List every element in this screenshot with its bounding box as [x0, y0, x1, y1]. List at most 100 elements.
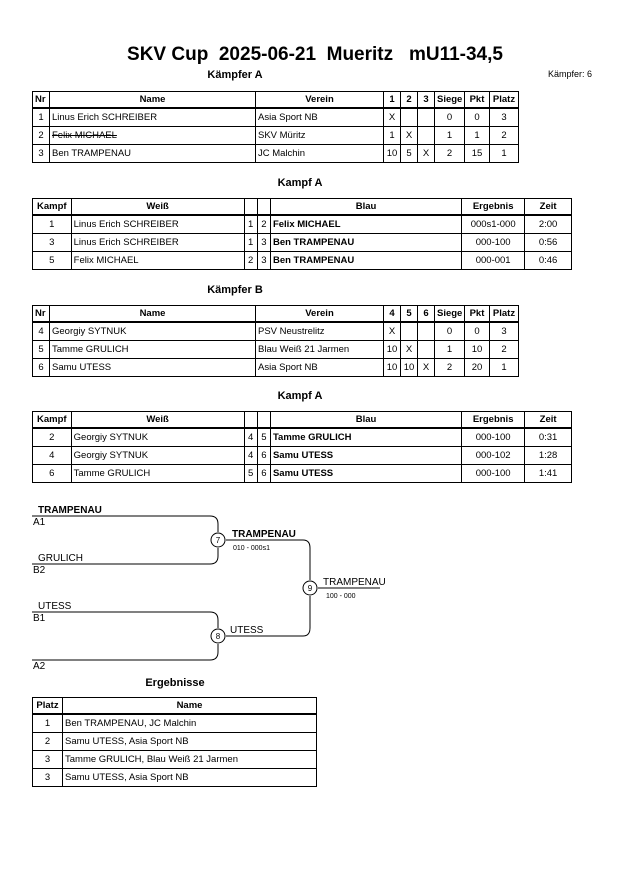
result-cell: 000-001	[461, 251, 526, 270]
fight-number-7: 7	[216, 536, 221, 545]
col-blue-nr	[256, 411, 271, 429]
place-cell: 3	[32, 750, 63, 769]
blue-cell: Ben TRAMPENAU	[269, 251, 463, 270]
col-name: Name	[62, 697, 317, 715]
bracket-line-bot	[32, 611, 219, 661]
fights-b-caption: Kampf A	[277, 390, 323, 402]
bracket-line-semi2	[226, 596, 311, 637]
semi1-winner: TRAMPENAU	[232, 529, 296, 540]
club-cell: JC Malchin	[255, 144, 384, 163]
pool-a-table: Nr Name Verein 1 2 3 Siege Pkt Platz 1 L…	[32, 91, 519, 163]
table-row: 4 Georgiy SYTNUK 4 6 Samu UTESS 000-102 …	[32, 446, 572, 465]
col-result: Ergebnis	[461, 198, 526, 216]
bracket-bot1-seed: B1	[33, 613, 46, 624]
results-header-row: Platz Name	[32, 697, 317, 715]
white-cell: Tamme GRULICH	[70, 464, 245, 483]
place-cell: 1	[489, 144, 519, 163]
name-cell: Tamme GRULICH, Blau Weiß 21 Jarmen	[62, 750, 317, 769]
col-white: Weiß	[70, 411, 245, 429]
result-cell: 000-100	[461, 464, 526, 483]
table-row: 6 Samu UTESS Asia Sport NB 10 10 X 2 20 …	[32, 358, 519, 377]
col-place: Platz	[489, 91, 519, 109]
col-fight: Kampf	[32, 198, 72, 216]
place-cell: 2	[32, 732, 63, 751]
col-place: Platz	[32, 697, 63, 715]
col-name: Name	[49, 91, 256, 109]
bracket-bot1-name: UTESS	[38, 601, 72, 612]
bracket-line-semi1	[226, 539, 311, 580]
table-row: 3 Linus Erich SCHREIBER 1 3 Ben TRAMPENA…	[32, 233, 572, 252]
col-time: Zeit	[524, 198, 572, 216]
place-cell: 3	[32, 768, 63, 787]
table-row: 5 Felix MICHAEL 2 3 Ben TRAMPENAU 000-00…	[32, 251, 572, 270]
pool-a-caption: Kämpfer A	[207, 69, 263, 81]
time-cell: 1:41	[524, 464, 572, 483]
col-result: Ergebnis	[461, 411, 526, 429]
blue-cell: Samu UTESS	[269, 464, 463, 483]
table-row: 3 Tamme GRULICH, Blau Weiß 21 Jarmen	[32, 750, 317, 769]
blue-nr-cell: 6	[256, 464, 271, 483]
fights-a-caption: Kampf A	[277, 177, 323, 189]
col-time: Zeit	[524, 411, 572, 429]
fight-number-8: 8	[216, 632, 221, 641]
r1-cell: 10	[383, 358, 401, 377]
blue-nr-cell: 6	[256, 446, 271, 465]
table-row: 4 Georgiy SYTNUK PSV Neustrelitz X 0 0 3	[32, 321, 519, 341]
final-winner: TRAMPENAU	[323, 577, 386, 588]
blue-nr-cell: 3	[256, 251, 271, 270]
fights-a-table: Kampf Weiß Blau Ergebnis Zeit 1 Linus Er…	[32, 198, 572, 270]
semi2-winner: UTESS	[230, 625, 264, 636]
table-row: 1 Linus Erich SCHREIBER Asia Sport NB X …	[32, 107, 519, 127]
fight-number-circle	[302, 580, 318, 596]
pool-b-header-row: Nr Name Verein 4 5 6 Siege Pkt Platz	[32, 305, 519, 323]
col-r1: 1	[383, 91, 401, 109]
fight-number-circle	[210, 628, 226, 644]
name-cell: Samu UTESS, Asia Sport NB	[62, 768, 317, 787]
place-cell: 1	[32, 713, 63, 733]
col-blue: Blau	[269, 411, 463, 429]
table-row: 1 Ben TRAMPENAU, JC Malchin	[32, 713, 317, 733]
bracket-bot2-seed: A2	[33, 661, 46, 672]
col-fight: Kampf	[32, 411, 72, 429]
pool-a-header-row: Nr Name Verein 1 2 3 Siege Pkt Platz	[32, 91, 519, 109]
r3-cell: X	[417, 144, 435, 163]
fights-a-header-row: Kampf Weiß Blau Ergebnis Zeit	[32, 198, 572, 216]
col-nr: Nr	[32, 305, 50, 323]
col-r1: 4	[383, 305, 401, 323]
bracket-top2-seed: B2	[33, 565, 46, 576]
name-cell: Samu UTESS, Asia Sport NB	[62, 732, 317, 751]
table-row: 1 Linus Erich SCHREIBER 1 2 Felix MICHAE…	[32, 214, 572, 234]
fighter-count: Kämpfer: 6	[548, 69, 593, 79]
table-row: 6 Tamme GRULICH 5 6 Samu UTESS 000-100 1…	[32, 464, 572, 483]
results-caption: Ergebnisse	[145, 677, 205, 689]
semi1-score: 010 - 000s1	[233, 545, 270, 552]
time-cell: 0:31	[524, 427, 572, 447]
final-score: 100 - 000	[326, 593, 356, 600]
col-place: Platz	[489, 305, 519, 323]
blue-cell: Tamme GRULICH	[269, 427, 463, 447]
table-row: 3 Ben TRAMPENAU JC Malchin 10 5 X 2 15 1	[32, 144, 519, 163]
time-cell: 0:46	[524, 251, 572, 270]
col-blue: Blau	[269, 198, 463, 216]
pool-b-table: Nr Name Verein 4 5 6 Siege Pkt Platz 4 G…	[32, 305, 519, 377]
r1-cell: 10	[383, 144, 401, 163]
bracket-top1-seed: A1	[33, 517, 46, 528]
fights-b-header-row: Kampf Weiß Blau Ergebnis Zeit	[32, 411, 572, 429]
pool-b-caption: Kämpfer B	[207, 284, 263, 296]
table-row: 2 Samu UTESS, Asia Sport NB	[32, 732, 317, 751]
page-title: SKV Cup 2025-06-21 Mueritz mU11-34,5	[127, 44, 503, 65]
r2-cell: 10	[400, 358, 418, 377]
bracket-top2-name: GRULICH	[38, 553, 83, 564]
fights-b-table: Kampf Weiß Blau Ergebnis Zeit 2 Georgiy …	[32, 411, 572, 483]
name-cell: Ben TRAMPENAU, JC Malchin	[62, 713, 317, 733]
table-row: 3 Samu UTESS, Asia Sport NB	[32, 768, 317, 787]
pts-cell: 20	[464, 358, 490, 377]
fight-number-circle	[210, 532, 226, 548]
place-cell: 1	[489, 358, 519, 377]
table-row: 2 Georgiy SYTNUK 4 5 Tamme GRULICH 000-1…	[32, 427, 572, 447]
col-blue-nr	[256, 198, 271, 216]
results-table: Platz Name 1 Ben TRAMPENAU, JC Malchin 2…	[32, 697, 317, 787]
bracket-line-top1	[32, 515, 219, 565]
fight-number-9: 9	[308, 584, 313, 593]
